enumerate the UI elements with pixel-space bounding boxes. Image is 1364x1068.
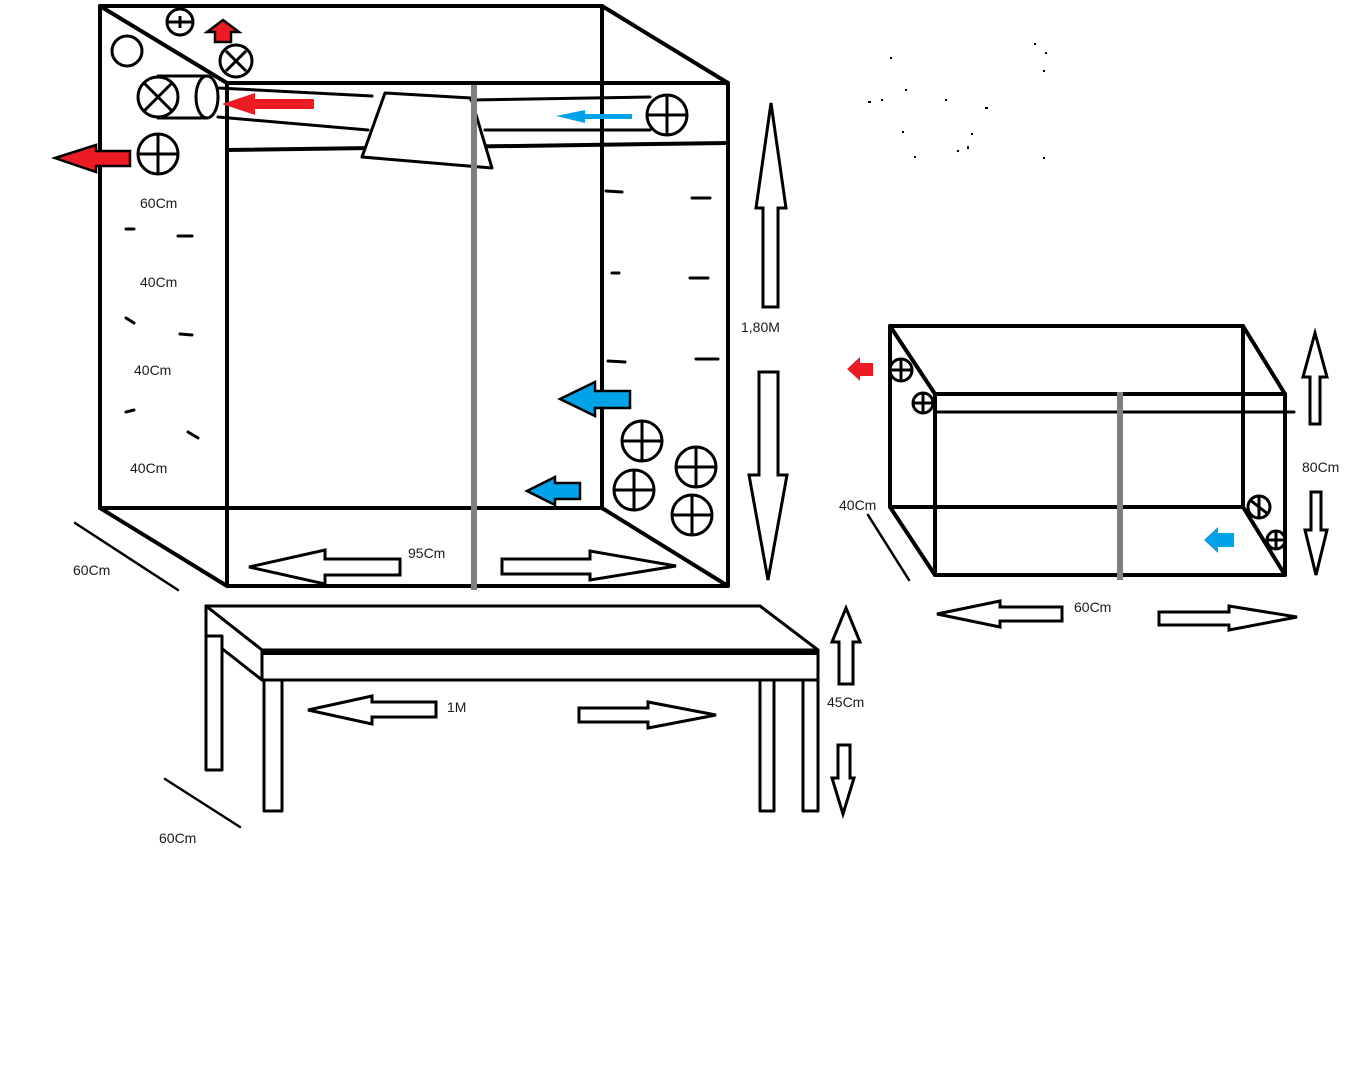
fan-icon	[888, 357, 914, 383]
table-height-arrow-down	[829, 743, 857, 820]
shelf-label-mid1: 40Cm	[140, 274, 177, 290]
width-arrow-right	[500, 549, 677, 582]
fan-icon	[1246, 494, 1272, 520]
box-height-label: 80Cm	[1302, 459, 1339, 475]
shelf-label-mid2: 40Cm	[134, 362, 171, 378]
fan-icon	[911, 391, 935, 415]
fan-icon	[1265, 529, 1287, 551]
fan-icon	[612, 468, 656, 512]
box-width-label: 60Cm	[1074, 599, 1111, 615]
exhaust-arrow-icon	[51, 143, 132, 174]
table-height-label: 45Cm	[827, 694, 864, 710]
fan-icon	[165, 7, 195, 37]
table-depth-line	[163, 777, 242, 829]
fan-icon	[136, 132, 180, 176]
lamp-reflector-icon	[360, 91, 494, 170]
fan-icon	[670, 493, 714, 537]
fan-icon	[620, 419, 664, 463]
table-depth-label: 60Cm	[159, 830, 196, 846]
port-icon	[110, 34, 144, 68]
table-height-arrow-up	[829, 604, 863, 686]
box-depth-line	[866, 513, 911, 582]
box-width-arrow-left	[936, 599, 1064, 629]
shelf-marks-right	[604, 189, 720, 364]
depth-line	[73, 521, 180, 592]
box-height-arrow-up	[1301, 327, 1329, 426]
fan-icon	[218, 43, 254, 79]
grow-tent: 60Cm 40Cm 40Cm 40Cm 1,80M 95Cm 60Cm	[51, 4, 789, 592]
box-width-arrow-right	[1157, 604, 1298, 632]
table-width-arrow-left	[307, 694, 438, 726]
box-height-arrow-down	[1303, 490, 1329, 576]
intake-arrow-icon	[1204, 527, 1234, 553]
exhaust-arrow-icon	[847, 357, 873, 381]
carbon-filter-icon	[156, 74, 220, 120]
width-arrow-left	[248, 548, 402, 586]
height-arrow-up	[754, 102, 788, 309]
tent-width-label: 95Cm	[408, 545, 445, 561]
fan-icon	[136, 75, 180, 119]
shelf-marks-left	[124, 227, 200, 440]
fan-icon	[674, 445, 718, 489]
table: 1M 45Cm 60Cm	[159, 604, 864, 846]
height-arrow-down	[747, 370, 789, 581]
intake-arrow-icon	[556, 110, 632, 123]
shelf-label-top: 60Cm	[140, 195, 177, 211]
intake-arrow-icon	[557, 380, 632, 418]
fan-icon	[645, 93, 689, 137]
box-depth-label: 40Cm	[839, 497, 876, 513]
shelf-label-bottom: 40Cm	[130, 460, 167, 476]
tent-depth-label: 60Cm	[73, 562, 110, 578]
intake-arrow-icon	[524, 474, 582, 508]
table-width-label: 1M	[447, 699, 466, 715]
stray-specks	[868, 43, 1047, 159]
exhaust-arrow-icon	[203, 18, 243, 44]
grow-box: 80Cm 40Cm 60Cm	[839, 324, 1339, 632]
tent-height-label: 1,80M	[741, 319, 780, 335]
table-width-arrow-right	[577, 700, 717, 730]
exhaust-arrow-icon	[222, 93, 314, 115]
